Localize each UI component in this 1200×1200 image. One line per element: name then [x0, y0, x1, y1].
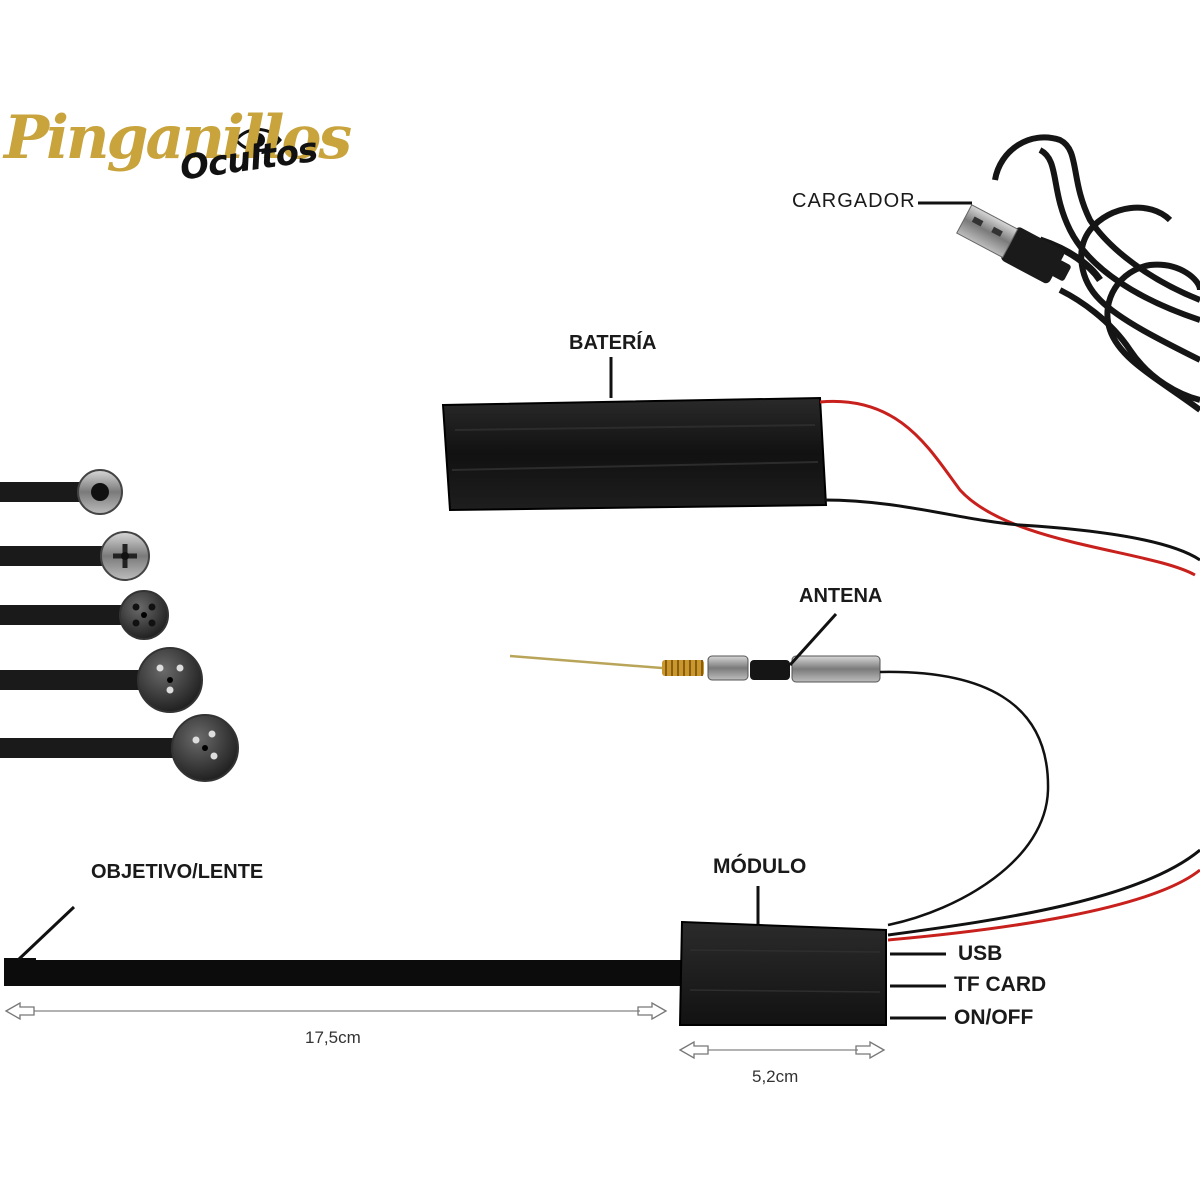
- antenna-coil: [662, 660, 704, 676]
- label-modulo: MÓDULO: [713, 855, 807, 878]
- lens-variant-3: [0, 590, 169, 640]
- camera-lens-variants: [0, 469, 239, 782]
- antenna: [509, 654, 1050, 927]
- label-cargador: CARGADOR: [792, 190, 916, 212]
- lens-variant-1: [0, 469, 123, 515]
- dimension-cable-length: 17,5cm: [305, 1028, 361, 1047]
- lens-cable: [4, 958, 682, 986]
- dimension-module-width: 5,2cm: [752, 1067, 799, 1086]
- label-on-off: ON/OFF: [954, 1006, 1034, 1029]
- label-tf-card: TF CARD: [954, 973, 1047, 996]
- lens-variant-2: [0, 531, 150, 581]
- dimension-arrow-module: [678, 1040, 886, 1060]
- usb-charger-cable: [956, 134, 1200, 413]
- lens-variant-4: [0, 647, 203, 713]
- logo-main-text: Pinganillos: [4, 103, 352, 173]
- leader-lines: [16, 201, 972, 1020]
- battery: [441, 396, 828, 512]
- eye-icon: [234, 128, 282, 152]
- label-antena: ANTENA: [799, 585, 883, 607]
- battery-wires: [819, 399, 1200, 942]
- module: [678, 920, 887, 1026]
- lens-variant-5: [0, 714, 239, 782]
- label-usb: USB: [958, 942, 1003, 965]
- label-objetivo-lente: OBJETIVO/LENTE: [91, 861, 264, 883]
- dimension-arrow-cable: [4, 1001, 668, 1021]
- label-bateria: BATERÍA: [569, 332, 657, 354]
